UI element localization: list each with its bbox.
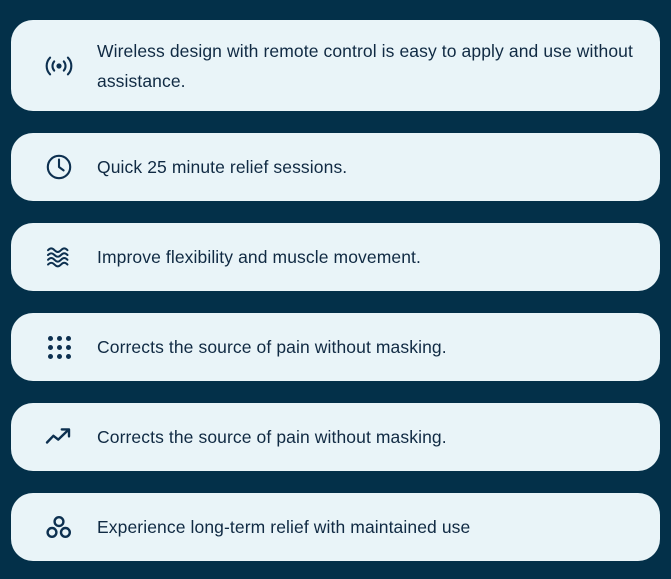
feature-card-dot-grid[interactable]: Corrects the source of pain without mask…	[11, 313, 660, 381]
feature-card-long-term-relief[interactable]: Experience long-term relief with maintai…	[11, 493, 660, 561]
trending-up-arrow-icon	[37, 421, 81, 453]
wireless-signal-icon	[37, 50, 81, 82]
feature-card-wireless[interactable]: Wireless design with remote control is e…	[11, 20, 660, 111]
feature-text: Corrects the source of pain without mask…	[97, 427, 447, 447]
three-circles-group-icon	[37, 511, 81, 543]
feature-card-waves[interactable]: Improve flexibility and muscle movement.	[11, 223, 660, 291]
feature-text: Corrects the source of pain without mask…	[97, 337, 447, 357]
waves-icon	[37, 241, 81, 273]
feature-text: Improve flexibility and muscle movement.	[97, 247, 421, 267]
feature-text: Experience long-term relief with maintai…	[97, 517, 471, 537]
feature-text: Wireless design with remote control is e…	[97, 40, 633, 91]
feature-text: Quick 25 minute relief sessions.	[97, 157, 348, 177]
dot-grid-icon	[37, 331, 81, 363]
feature-card-clock[interactable]: Quick 25 minute relief sessions.	[11, 133, 660, 201]
clock-icon	[37, 151, 81, 183]
feature-card-trending-up[interactable]: Corrects the source of pain without mask…	[11, 403, 660, 471]
